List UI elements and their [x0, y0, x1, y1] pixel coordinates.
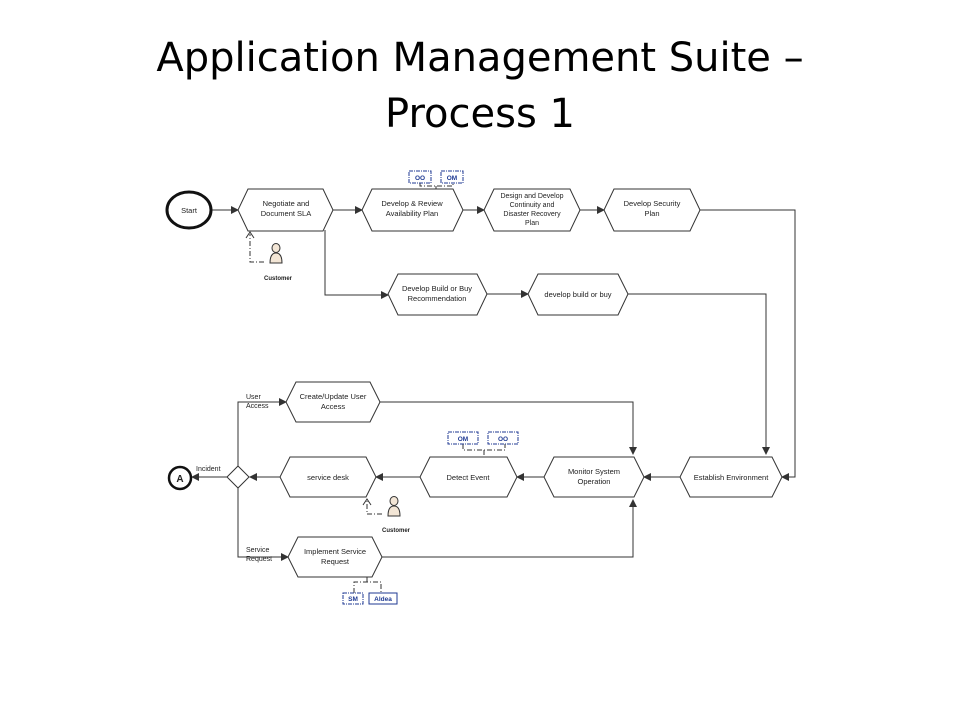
security-label-1: Develop Security — [624, 199, 681, 208]
node-build-or-buy[interactable]: develop build or buy — [527, 273, 629, 316]
tag-om-mid-label: OM — [458, 436, 468, 443]
node-implement-service-request[interactable]: Implement Service Request — [287, 536, 383, 578]
edge-label-user-2: Access — [246, 403, 269, 410]
node-user-access[interactable]: Create/Update User Access — [285, 381, 381, 423]
security-label-2: Plan — [644, 209, 659, 218]
edge-label-service-2: Request — [246, 556, 272, 563]
tag-oo-top: OO — [408, 170, 432, 184]
dashed-associations — [249, 183, 506, 593]
node-continuity-plan[interactable]: Design and Develop Continuity and Disast… — [483, 188, 581, 232]
implement-label-1: Implement Service — [304, 547, 366, 556]
tag-sm-label: SM — [348, 596, 358, 603]
continuity-label-1: Design and Develop — [500, 193, 563, 200]
customer-label-top: Customer — [264, 276, 293, 282]
connector-a[interactable]: A — [167, 465, 193, 491]
implement-label-2: Request — [321, 557, 350, 566]
node-security-plan[interactable]: Develop Security Plan — [603, 188, 701, 232]
availability-label-1: Develop & Review — [381, 199, 443, 208]
build-rec-label-2: Recommendation — [408, 294, 467, 303]
tag-oo-mid-label: OO — [498, 436, 508, 443]
node-establish-environment[interactable]: Establish Environment — [679, 456, 783, 498]
build-rec-label-1: Develop Build or Buy — [402, 284, 472, 293]
edge-label-service-1: Service — [246, 547, 269, 554]
user-access-label-2: Access — [321, 402, 345, 411]
connector-a-label: A — [176, 474, 183, 485]
negotiate-label-1: Negotiate and — [263, 199, 310, 208]
monitor-label-2: Operation — [578, 477, 611, 486]
negotiate-label-2: Document SLA — [261, 209, 311, 218]
node-monitor-system[interactable]: Monitor System Operation — [543, 456, 645, 498]
service-desk-label: service desk — [307, 473, 349, 482]
tag-oo-mid: OO — [487, 431, 519, 445]
person-icon — [387, 496, 401, 517]
edge-label-user-1: User — [246, 394, 261, 401]
tag-sm: SM — [342, 592, 364, 605]
tag-aldea-label: Aldea — [374, 596, 392, 603]
monitor-label-1: Monitor System — [568, 467, 620, 476]
detect-label: Detect Event — [447, 473, 491, 482]
user-access-label-1: Create/Update User — [300, 392, 367, 401]
tag-om-top-label: OM — [447, 175, 457, 182]
page-title: Application Management Suite – Process 1 — [0, 30, 960, 142]
node-availability-plan[interactable]: Develop & Review Availability Plan — [361, 188, 464, 232]
environment-label: Establish Environment — [694, 473, 770, 482]
node-build-recommendation[interactable]: Develop Build or Buy Recommendation — [387, 273, 488, 316]
build-label: develop build or buy — [544, 290, 611, 299]
edge-labels: User Access Incident Service Request — [196, 394, 272, 563]
connectors — [191, 206, 796, 561]
node-negotiate-sla[interactable]: Negotiate and Document SLA — [237, 188, 334, 232]
tag-om-top: OM — [440, 170, 464, 184]
decision-gateway[interactable] — [226, 465, 250, 489]
tag-oo-top-label: OO — [415, 175, 425, 182]
tag-om-mid: OM — [447, 431, 479, 445]
title-line-1: Application Management Suite – — [156, 35, 804, 81]
availability-label-2: Availability Plan — [386, 209, 438, 218]
continuity-label-3: Disaster Recovery — [503, 211, 561, 218]
customer-label-bottom: Customer — [382, 528, 411, 534]
edge-label-incident: Incident — [196, 466, 221, 473]
customer-actor-top: Customer — [264, 243, 293, 282]
continuity-label-4: Plan — [525, 220, 539, 227]
node-detect-event[interactable]: Detect Event — [419, 456, 518, 498]
tag-aldea: Aldea — [368, 592, 398, 605]
start-label: Start — [181, 206, 198, 215]
customer-actor-bottom: Customer — [382, 496, 411, 534]
start-node[interactable]: Start — [165, 190, 213, 230]
person-icon — [269, 243, 283, 264]
node-service-desk[interactable]: service desk — [279, 456, 377, 498]
continuity-label-2: Continuity and — [510, 202, 555, 209]
title-line-2: Process 1 — [385, 91, 575, 137]
